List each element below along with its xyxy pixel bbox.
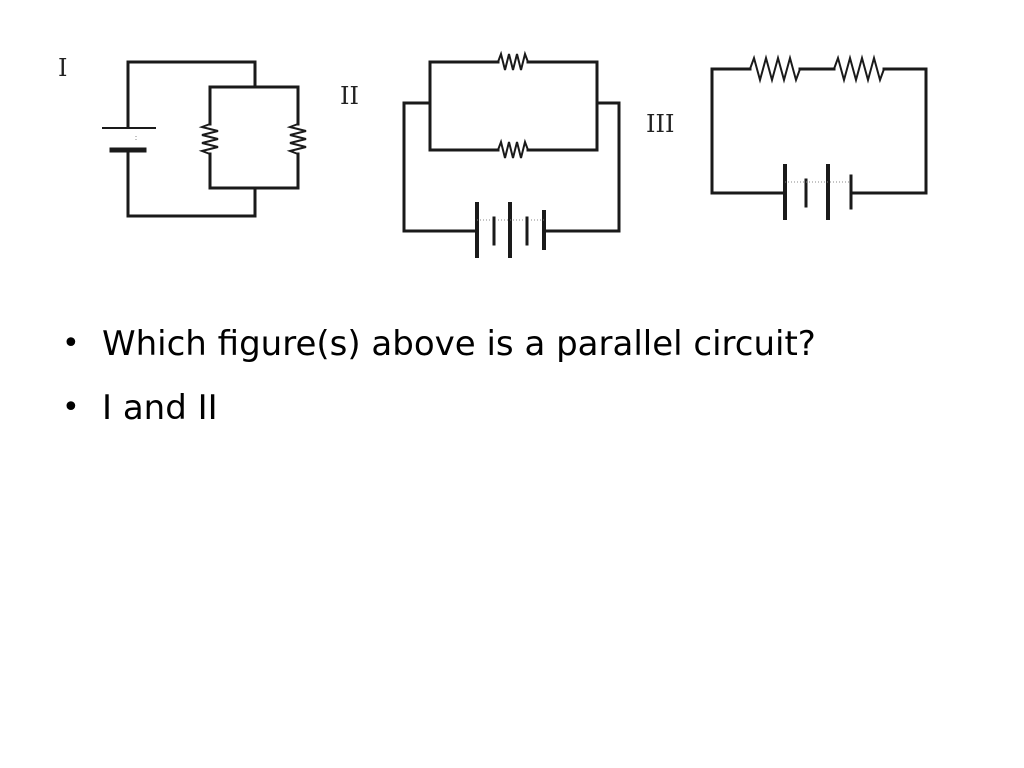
circuit-diagrams: I II — [58, 50, 928, 258]
bullet-marker: • — [62, 390, 80, 425]
bullet-marker: • — [62, 326, 80, 361]
bullet-answer: • I and II — [60, 382, 816, 446]
bullet-question: • Which figure(s) above is a parallel ci… — [60, 318, 816, 382]
bullet-list: • Which figure(s) above is a parallel ci… — [60, 318, 816, 446]
circuit-i-resistor-2 — [286, 123, 307, 155]
circuit-i-wire — [126, 60, 257, 218]
circuit-iii: III — [646, 54, 928, 220]
question-text: Which figure(s) above is a parallel circ… — [102, 324, 816, 364]
circuit-ii: II — [340, 50, 621, 258]
circuit-iii-label: III — [646, 110, 674, 138]
circuit-ii-battery — [475, 202, 546, 258]
circuit-ii-label: II — [340, 82, 359, 110]
circuit-iii-battery — [783, 164, 853, 220]
answer-text: I and II — [102, 388, 218, 428]
circuit-i-battery — [102, 127, 156, 153]
circuit-i: I — [58, 54, 307, 218]
circuit-i-label: I — [58, 54, 67, 82]
circuit-ii-wire — [402, 101, 621, 233]
circuit-iii-wire — [710, 67, 928, 195]
circuit-ii-resistor-1 — [497, 50, 529, 71]
circuit-i-parallel-frame — [208, 85, 300, 190]
circuit-iii-resistor-2 — [833, 54, 885, 84]
circuit-ii-resistor-2 — [497, 138, 529, 159]
circuit-i-resistor-1 — [198, 123, 219, 155]
circuit-iii-resistor-1 — [749, 54, 801, 84]
circuit-ii-parallel-frame — [428, 60, 599, 152]
